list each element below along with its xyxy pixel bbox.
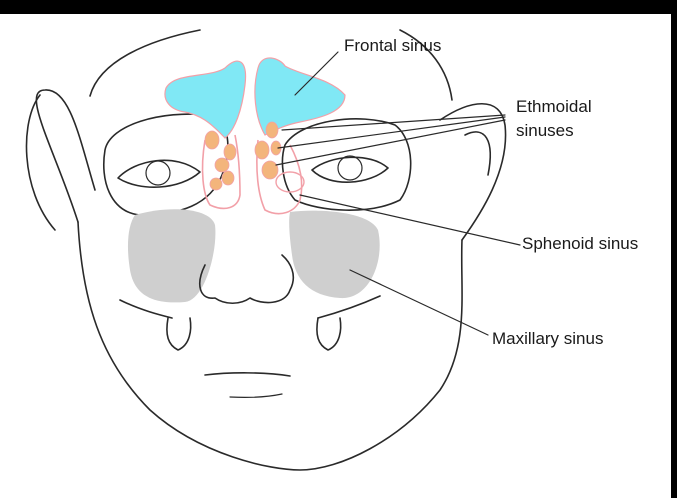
ethmoidal-label-line2: sinuses bbox=[516, 120, 574, 142]
ethmoid-cell-left-1 bbox=[205, 131, 219, 149]
left-tooth-root bbox=[167, 318, 191, 350]
ethmoidal-label-line1: Ethmoidal bbox=[516, 96, 592, 118]
left-ear bbox=[36, 90, 95, 222]
ethmoid-cell-left-4 bbox=[222, 171, 234, 185]
maxillary-sinus-left bbox=[128, 209, 215, 302]
nose bbox=[200, 255, 294, 303]
maxillary-sinus-right bbox=[289, 211, 380, 298]
maxillary-sinus-label: Maxillary sinus bbox=[492, 328, 603, 350]
mouth bbox=[205, 373, 290, 376]
left-ear-inner bbox=[26, 95, 55, 230]
ethmoid-cell-right-2 bbox=[255, 141, 269, 159]
ethmoid-cell-left-2 bbox=[224, 144, 236, 160]
right-iris bbox=[338, 156, 362, 180]
ethmoid-cell-right-4 bbox=[262, 161, 278, 179]
left-iris bbox=[146, 161, 170, 185]
right-frame-bar bbox=[671, 0, 677, 498]
top-frame-bar bbox=[0, 0, 677, 14]
ethmoid-cell-right-1 bbox=[266, 122, 278, 138]
right-tooth-root bbox=[317, 318, 341, 350]
maxillary-leader-line bbox=[350, 270, 488, 335]
sphenoid-sinus bbox=[276, 172, 304, 192]
chin-line bbox=[230, 394, 282, 397]
sphenoid-sinus-label: Sphenoid sinus bbox=[522, 233, 638, 255]
ethmoid-cell-left-3 bbox=[215, 158, 229, 172]
left-eye bbox=[118, 160, 200, 187]
ethmoid-cell-left-5 bbox=[210, 178, 222, 190]
right-eye bbox=[312, 157, 388, 182]
ethmoidal-sinuses bbox=[205, 122, 281, 190]
ethmoidal-leader-lines bbox=[276, 115, 505, 165]
frontal-sinus-label: Frontal sinus bbox=[344, 35, 441, 57]
right-ear-inner bbox=[465, 132, 490, 175]
frontal-sinus-left bbox=[165, 61, 246, 138]
